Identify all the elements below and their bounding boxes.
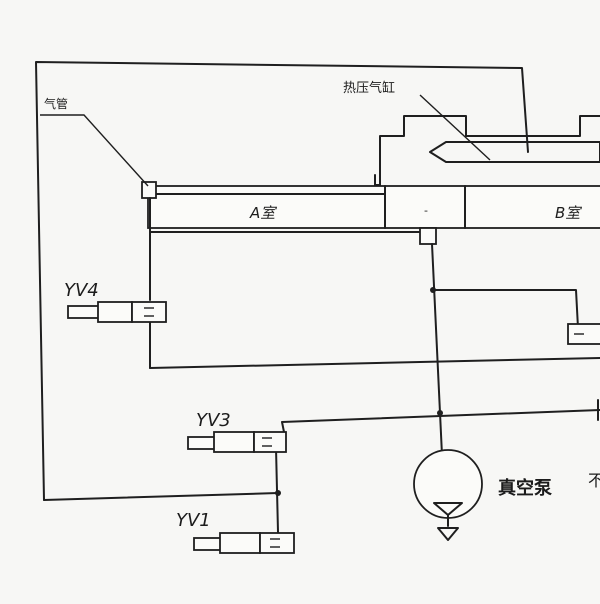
outer-pipe-loop <box>35 61 529 501</box>
right-valve-box <box>567 323 600 345</box>
chamber-mid-label: - <box>424 204 428 217</box>
main-vacuum-line <box>430 243 579 456</box>
yv4-valve <box>67 301 167 323</box>
yv4-branch <box>149 197 600 369</box>
chamber-a-label: A室 <box>249 204 277 222</box>
yv3-line <box>275 409 600 533</box>
gas-pipe-label: 气管 <box>44 96 68 111</box>
yv1-label: YV1 <box>176 510 211 531</box>
chamber-bar <box>147 185 600 245</box>
yv1-valve <box>193 532 295 554</box>
chamber-port <box>419 227 437 245</box>
vacuum-pump <box>413 449 483 541</box>
yv4-label: YV4 <box>64 280 99 301</box>
hot-press-cylinder <box>374 94 600 186</box>
yv3-valve <box>187 431 287 453</box>
hot-press-cylinder-label: 热压气缸 <box>343 80 395 96</box>
yv3-label: YV3 <box>196 410 231 431</box>
chamber-b-label: B室 <box>555 204 582 222</box>
pump-suffix-label: 不 <box>588 471 600 490</box>
gas-pipe-connector <box>40 114 157 199</box>
vacuum-pump-label: 真空泵 <box>498 477 552 499</box>
